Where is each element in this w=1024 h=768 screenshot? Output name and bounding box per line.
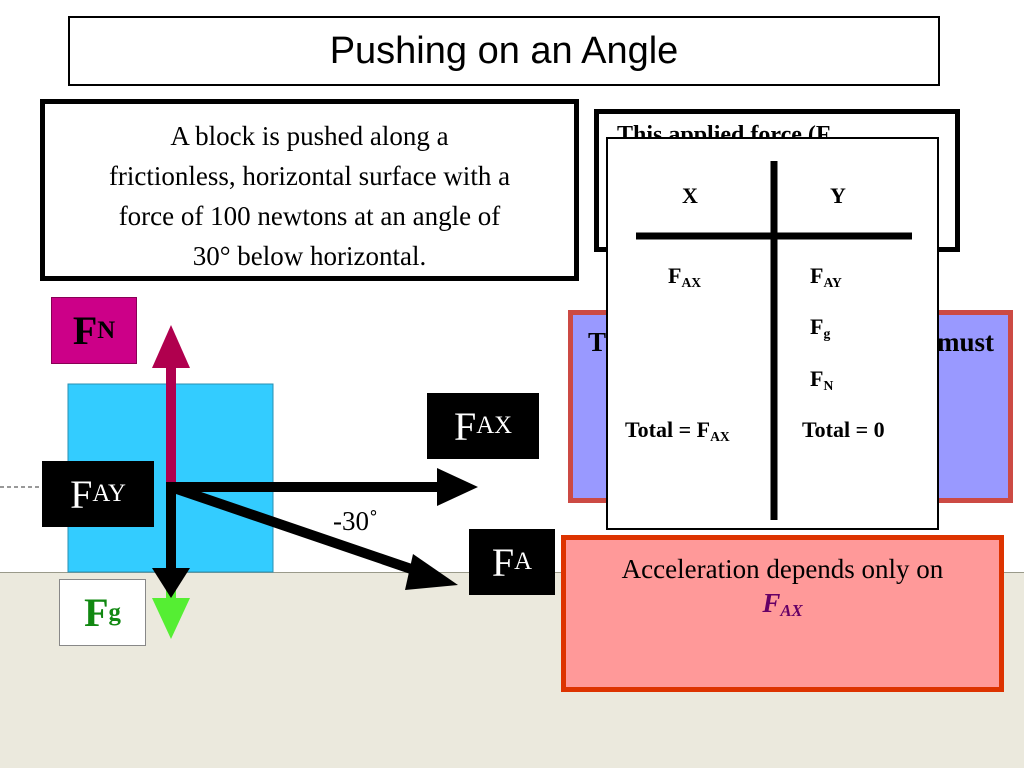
fax-arrowhead xyxy=(437,468,478,506)
fa-arrowhead xyxy=(405,554,458,590)
fa-arrow xyxy=(169,482,422,577)
net-force-text-right: must xyxy=(936,327,994,357)
t-chart-lines xyxy=(636,161,912,520)
net-force-text-left: T xyxy=(588,327,607,357)
acceleration-text: Acceleration depends only on xyxy=(621,554,944,584)
problem-line: frictionless, horizontal surface with a xyxy=(108,161,511,191)
angle-label: -30˚ xyxy=(333,506,378,536)
page-title: Pushing on an Angle xyxy=(329,29,679,72)
gravity-arrowhead xyxy=(152,598,190,639)
normal-force-arrowhead xyxy=(152,325,190,368)
x-item: FAX xyxy=(668,263,702,291)
problem-line: 30° below horizontal. xyxy=(192,241,427,271)
acceleration-term: FAX xyxy=(762,588,803,621)
y-total: Total = 0 xyxy=(802,417,885,442)
y-item: FAY xyxy=(810,263,842,291)
title-box: Pushing on an Angle xyxy=(68,16,940,86)
acceleration-box: Acceleration depends only on FAX xyxy=(561,535,1004,692)
problem-line: A block is pushed along a xyxy=(170,121,449,151)
problem-line: force of 100 newtons at an angle of xyxy=(118,201,501,231)
x-total: Total = FAX xyxy=(625,417,730,445)
y-item: FN xyxy=(810,366,834,394)
fay-arrowhead xyxy=(152,568,190,598)
y-item: Fg xyxy=(810,314,831,342)
components-table: X Y FAX FAY Fg FN Total = FAX Total = 0 xyxy=(606,137,939,530)
column-x-header: X xyxy=(682,183,698,208)
column-y-header: Y xyxy=(830,183,846,208)
problem-statement-box: A block is pushed along a frictionless, … xyxy=(40,99,579,281)
